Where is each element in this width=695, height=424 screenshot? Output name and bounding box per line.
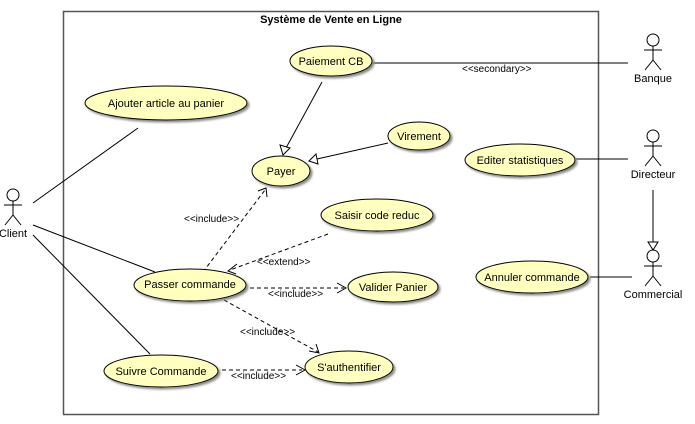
- assoc-client-ajouter-article: [32, 127, 139, 204]
- usecase-label: Payer: [267, 166, 296, 178]
- stick-figure-icon: [644, 249, 662, 287]
- associations: [32, 62, 632, 355]
- usecase-label: Valider Panier: [359, 282, 428, 294]
- actor-client[interactable]: Client: [0, 188, 27, 240]
- usecase-suivre-commande[interactable]: Suivre Commande: [103, 354, 219, 388]
- generalizations: [279, 81, 659, 251]
- dependencies: <<include>> <<extend>> <<include>> <<inc…: [184, 64, 532, 382]
- usecase-valider-panier[interactable]: Valider Panier: [347, 271, 439, 303]
- usecase-virement[interactable]: Virement: [387, 121, 451, 151]
- usecase-annuler-commande[interactable]: Annuler commande: [475, 260, 589, 294]
- usecase-passer-commande[interactable]: Passer commande: [133, 268, 247, 302]
- include-passer-auth-arrowhead: [308, 343, 320, 354]
- actor-label: Commercial: [624, 289, 683, 301]
- usecase-label: Annuler commande: [484, 272, 579, 284]
- include-passer-payer-arrowhead: [257, 187, 268, 198]
- usecase-label: Suivre Commande: [115, 366, 206, 378]
- gen-paiement-payer-line: [285, 81, 323, 149]
- usecase-label: Virement: [397, 131, 441, 143]
- usecase-label: Passer commande: [144, 279, 236, 291]
- actors: Client Banque Directeur: [0, 33, 683, 301]
- usecase-payer[interactable]: Payer: [251, 155, 311, 187]
- usecase-label: Saisir code reduc: [335, 210, 420, 222]
- label-extend: <<extend>>: [257, 257, 311, 268]
- gen-virement-payer-line: [316, 142, 389, 160]
- use-cases: Paiement CB Ajouter article au panier Vi…: [84, 45, 589, 388]
- actor-banque[interactable]: Banque: [634, 33, 672, 85]
- label-secondary: <<secondary>>: [462, 64, 532, 75]
- extend-saisir-passer-arrowhead: [226, 263, 238, 275]
- usecase-label: Ajouter article au panier: [108, 98, 225, 110]
- gen-directeur-commercial-arrowhead: [647, 241, 659, 251]
- label-include-valider: <<include>>: [268, 289, 323, 300]
- actor-label: Directeur: [631, 169, 676, 181]
- usecase-label: Editer statistiques: [477, 155, 564, 167]
- usecase-label: S'authentifier: [317, 362, 381, 374]
- actor-directeur[interactable]: Directeur: [631, 129, 676, 181]
- label-include-auth: <<include>>: [240, 327, 295, 338]
- assoc-client-suivre-commande: [32, 234, 151, 355]
- usecase-sauthentifier[interactable]: S'authentifier: [304, 350, 394, 384]
- usecase-paiement-cb[interactable]: Paiement CB: [289, 45, 373, 77]
- system-title: Système de Vente en Ligne: [260, 14, 402, 26]
- stick-figure-icon: [644, 129, 662, 167]
- assoc-client-passer-commande: [32, 224, 156, 273]
- usecase-ajouter-article[interactable]: Ajouter article au panier: [84, 85, 248, 121]
- include-passer-payer-line: [202, 189, 266, 273]
- gen-virement-payer-arrowhead: [308, 152, 319, 165]
- usecase-label: Paiement CB: [299, 56, 364, 68]
- include-passer-valider-arrowhead: [336, 282, 348, 294]
- gen-paiement-payer-arrowhead: [279, 144, 291, 156]
- include-passer-auth-line: [223, 299, 319, 353]
- usecase-editer-statistiques[interactable]: Editer statistiques: [464, 143, 576, 177]
- stick-figure-icon: [4, 188, 22, 226]
- actor-label: Client: [0, 228, 27, 240]
- label-include-suivre: <<include>>: [231, 371, 286, 382]
- stick-figure-icon: [644, 33, 662, 71]
- usecase-saisir-code-reduc[interactable]: Saisir code reduc: [320, 198, 434, 232]
- extend-saisir-passer-line: [229, 233, 329, 271]
- actor-commercial[interactable]: Commercial: [624, 249, 683, 301]
- actor-label: Banque: [634, 73, 672, 85]
- include-suivre-auth-arrowhead: [295, 364, 307, 376]
- label-include-payer: <<include>>: [184, 214, 239, 225]
